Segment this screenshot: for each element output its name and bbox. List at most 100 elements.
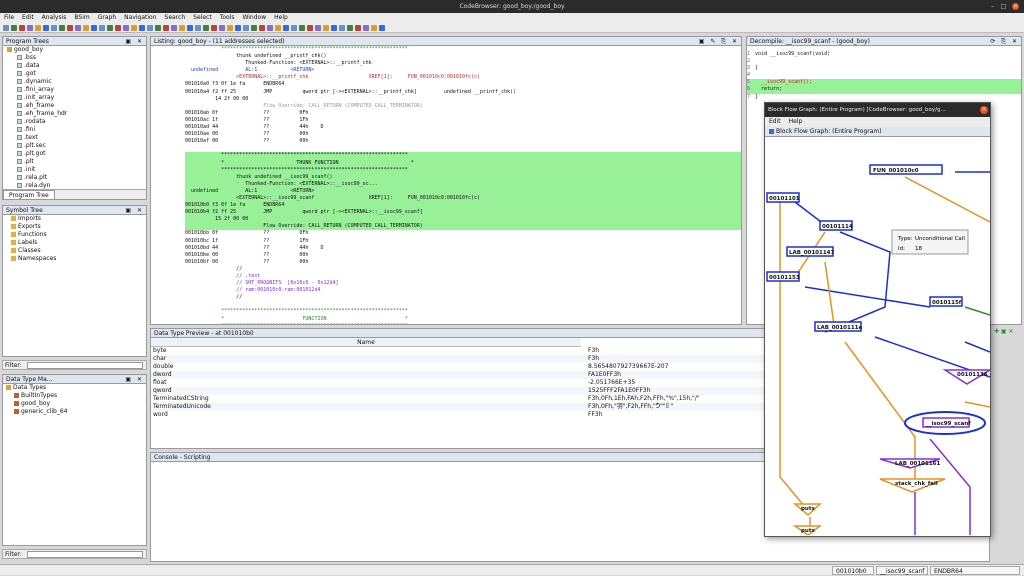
panel-controls[interactable]: ▣ ✕ — [125, 38, 144, 45]
tree-item[interactable]: .plt — [7, 158, 146, 166]
symbol-tree-item[interactable]: Labels — [7, 239, 146, 247]
listing-line[interactable]: Flow Override: CALL_RETURN (COMPUTED_CAL… — [185, 102, 423, 109]
toolbar-button-icon[interactable] — [363, 24, 369, 31]
listing-line[interactable]: 001010b0 f3 0f 1e fa ENDBR64 — [185, 202, 741, 210]
listing-line[interactable]: ****************************************… — [185, 323, 741, 324]
listing-line[interactable]: thunk undefined __isoc99_scanf() — [185, 173, 741, 181]
preview-controls[interactable]: ✚ ▣ ✕ — [994, 328, 1014, 335]
listing-line[interactable] — [185, 301, 741, 308]
menu-file[interactable]: File — [4, 14, 15, 21]
tree-item[interactable]: .plt.sec — [7, 142, 146, 150]
listing-line[interactable]: // — [185, 294, 243, 301]
toolbar-button-icon[interactable] — [187, 24, 193, 31]
decompile-line[interactable]: 4 — [747, 72, 1021, 79]
column-header-name[interactable]: Name — [151, 338, 581, 347]
datatype-archive[interactable]: BuiltInTypes — [6, 392, 146, 400]
tree-item[interactable]: .init — [7, 166, 146, 174]
symbol-tree-item[interactable]: Imports — [7, 215, 146, 223]
listing-line[interactable]: * THUNK FUNCTION * — [185, 159, 741, 167]
listing-line[interactable]: <EXTERNAL>::__isoc99_scanf XREF[1]: FUN_… — [185, 194, 741, 203]
tree-item[interactable]: .data — [7, 62, 146, 70]
panel-controls[interactable]: ▣ ✎ ⎘ ✕ — [698, 38, 739, 45]
toolbar-button-icon[interactable] — [123, 24, 129, 31]
listing-line[interactable]: 001010ac 1f ?? 1Fh — [185, 116, 309, 123]
toolbar-button-icon[interactable] — [307, 24, 313, 31]
toolbar-button-icon[interactable] — [259, 24, 265, 31]
tab-program-tree[interactable]: Program Tree — [3, 190, 55, 199]
tree-item[interactable]: .init_array — [7, 94, 146, 102]
listing-line[interactable]: ****************************************… — [185, 166, 741, 174]
tree-root[interactable]: Data Types — [6, 384, 146, 392]
tree-item[interactable]: .text — [7, 134, 146, 142]
minimize-icon[interactable]: – — [991, 3, 994, 10]
menu-navigation[interactable]: Navigation — [124, 14, 157, 21]
listing-line[interactable]: ****************************************… — [185, 308, 408, 315]
toolbar-button-icon[interactable] — [371, 24, 377, 31]
graph-node[interactable] — [879, 478, 946, 493]
menu-edit[interactable]: Edit — [22, 14, 34, 21]
panel-controls[interactable]: ▣ ✕ — [125, 376, 144, 383]
toolbar-button-icon[interactable] — [227, 24, 233, 31]
menu-tools[interactable]: Tools — [219, 14, 235, 21]
close-icon[interactable]: × — [980, 106, 988, 114]
toolbar-button-icon[interactable] — [379, 24, 385, 31]
listing-line[interactable]: 001010ab 0f ?? 0Fh — [185, 109, 309, 116]
graph-node[interactable] — [814, 321, 862, 332]
tree-item[interactable]: .fini — [7, 126, 146, 134]
toolbar-button-icon[interactable] — [3, 24, 9, 31]
listing-line[interactable]: 001010ae 00 ?? 00h — [185, 131, 309, 138]
listing-line[interactable]: 14 2f 00 00 — [185, 95, 249, 102]
listing-line[interactable]: 001010bd 44 ?? 44h D — [185, 244, 324, 251]
toolbar-button-icon[interactable] — [43, 24, 49, 31]
toolbar-button-icon[interactable] — [115, 24, 121, 31]
listing-line[interactable]: 001010b4 f2 ff 25 JMP qword ptr [-><EXTE… — [185, 209, 741, 217]
graph-canvas[interactable]: FUN_001010c0 00101101 00101114 LAB_00101… — [765, 137, 990, 535]
menu-graph[interactable]: Graph — [97, 14, 117, 21]
datatype-archive[interactable]: good_boy — [6, 400, 146, 408]
listing-line[interactable]: Thunked-Function: <EXTERNAL>::__isoc99_s… — [185, 180, 741, 188]
tree-item[interactable]: .rela.plt — [7, 174, 146, 182]
listing-line[interactable]: * FUNCTION * — [185, 315, 408, 322]
graph-menu-edit[interactable]: Edit — [769, 118, 781, 125]
toolbar-button-icon[interactable] — [83, 24, 89, 31]
graph-node[interactable] — [929, 296, 963, 307]
toolbar-button-icon[interactable] — [347, 24, 353, 31]
toolbar-button-icon[interactable] — [203, 24, 209, 31]
listing-line[interactable]: ****************************************… — [185, 46, 408, 52]
toolbar-button-icon[interactable] — [67, 24, 73, 31]
graph-node[interactable] — [792, 525, 823, 535]
symbol-tree-item[interactable]: Exports — [7, 223, 146, 231]
menu-search[interactable]: Search — [164, 14, 186, 21]
listing-line[interactable]: undefined AL:1 <RETURN> — [185, 187, 741, 195]
menu-window[interactable]: Window — [242, 14, 267, 21]
tree-item[interactable]: .eh_frame_hdr — [7, 110, 146, 118]
toolbar-button-icon[interactable] — [99, 24, 105, 31]
table-row[interactable]: float-2.051766E+35 — [151, 379, 989, 387]
tree-root[interactable]: good_boy — [7, 46, 146, 54]
tree-item[interactable]: .plt.got — [7, 150, 146, 158]
toolbar-button-icon[interactable] — [315, 24, 321, 31]
toolbar-button-icon[interactable] — [75, 24, 81, 31]
menu-bsim[interactable]: BSim — [74, 14, 90, 21]
toolbar-button-icon[interactable] — [131, 24, 137, 31]
maximize-icon[interactable]: □ — [1000, 3, 1007, 10]
toolbar-button-icon[interactable] — [19, 24, 25, 31]
decompile-line[interactable]: 5 __isoc99_scanf(); — [747, 79, 1021, 87]
menu-analysis[interactable]: Analysis — [41, 14, 67, 21]
symbol-tree-item[interactable]: Classes — [7, 247, 146, 255]
toolbar-button-icon[interactable] — [251, 24, 257, 31]
toolbar-button-icon[interactable] — [91, 24, 97, 31]
toolbar-button-icon[interactable] — [283, 24, 289, 31]
listing-body[interactable]: ****************************************… — [151, 46, 741, 324]
tree-item[interactable]: .got — [7, 70, 146, 78]
graph-node[interactable] — [942, 369, 990, 385]
toolbar-button-icon[interactable] — [323, 24, 329, 31]
listing-line[interactable] — [185, 145, 741, 152]
decompile-line[interactable]: 2 — [747, 58, 1021, 65]
toolbar-button-icon[interactable] — [195, 24, 201, 31]
